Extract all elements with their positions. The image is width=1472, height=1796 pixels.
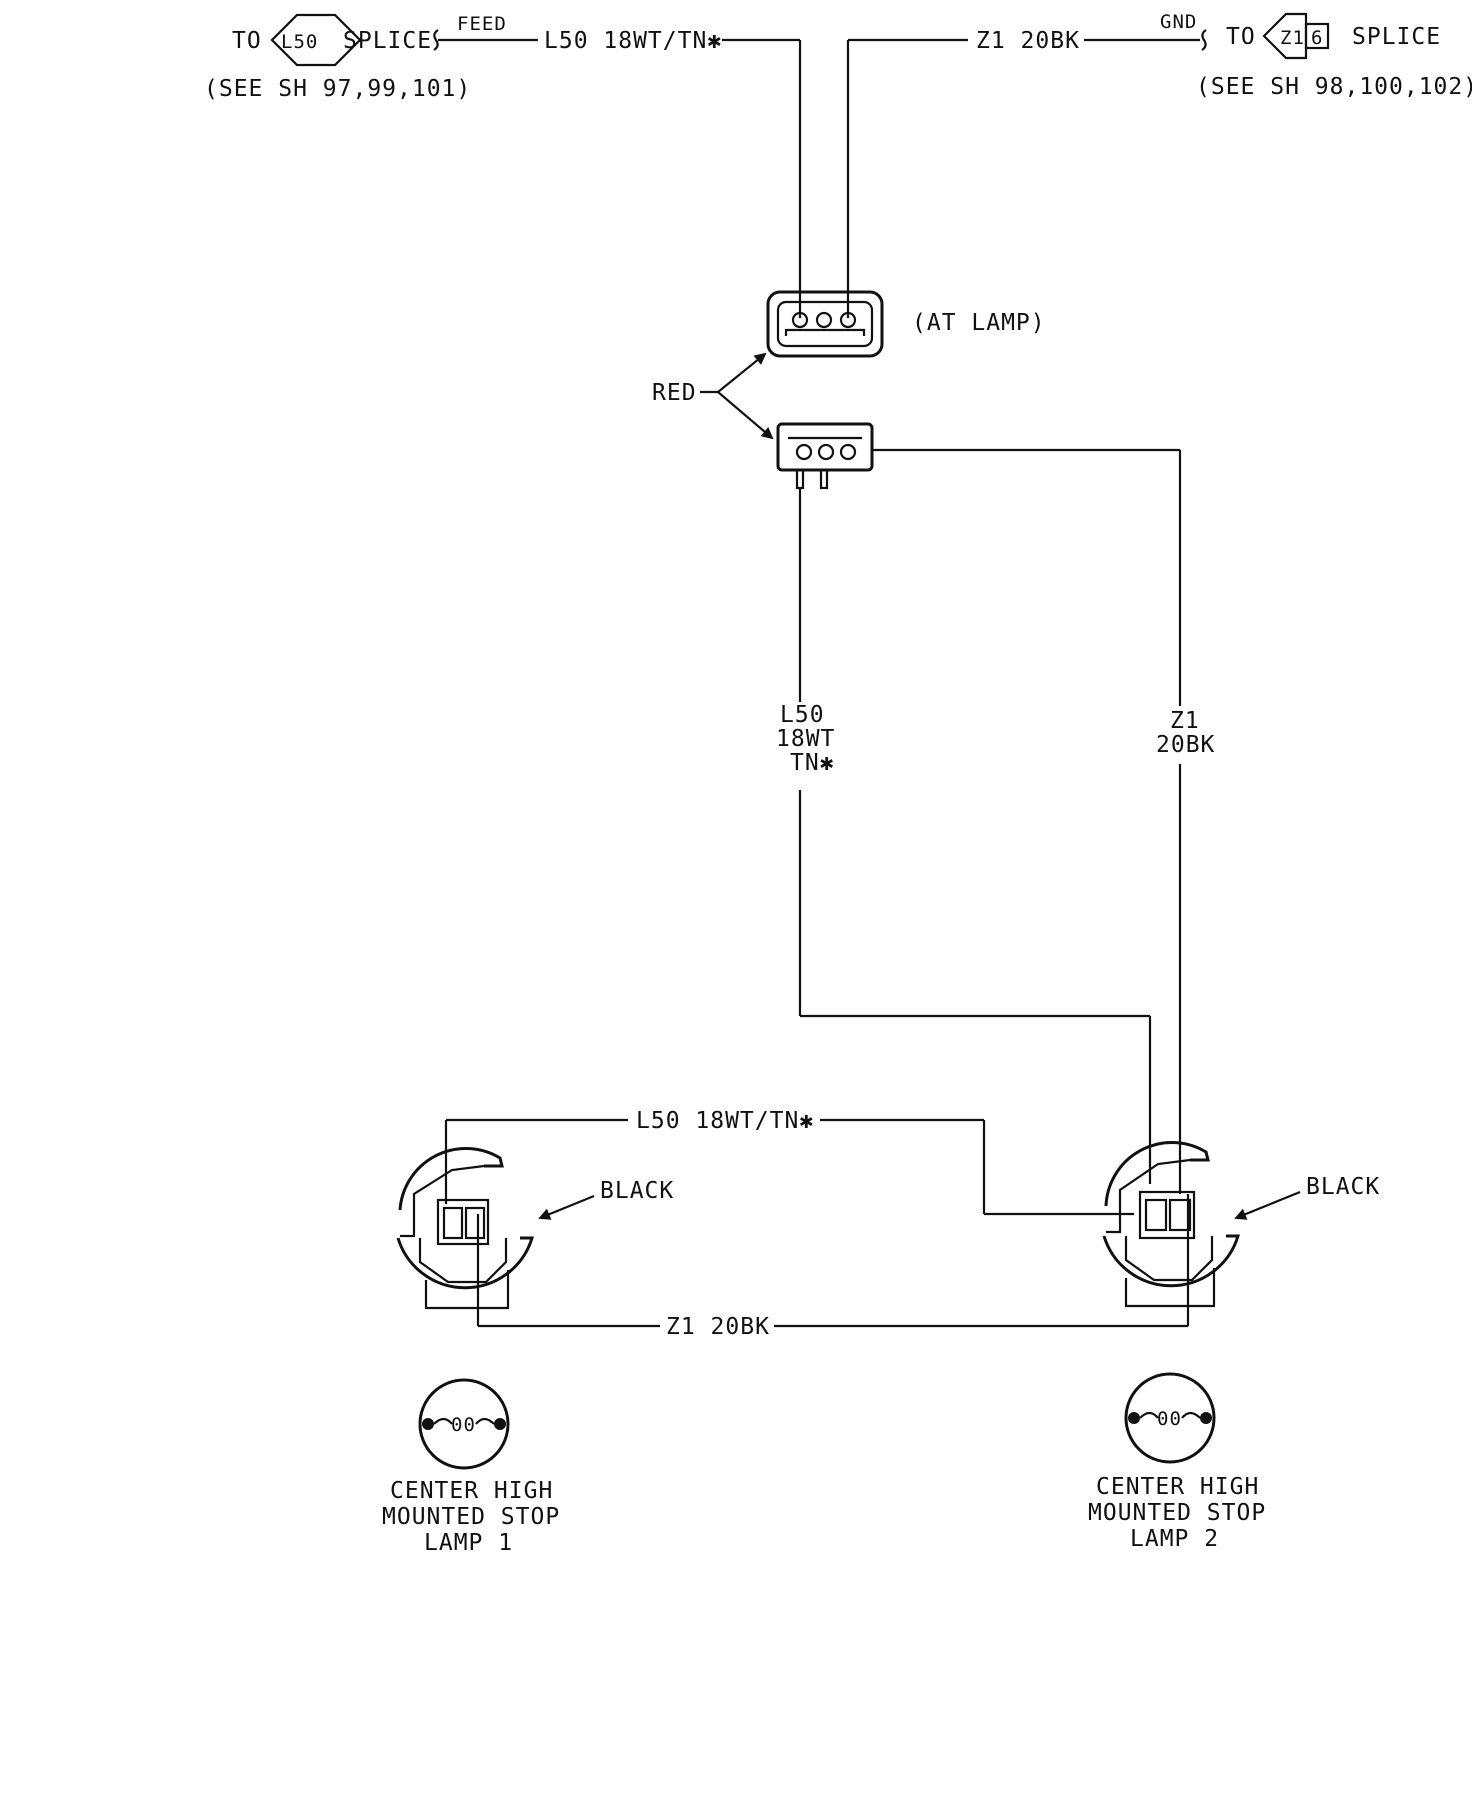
lamp2-black-label: BLACK xyxy=(1306,1174,1380,1200)
red-label: RED xyxy=(652,380,697,406)
top-wire-label-z1: Z1 20BK xyxy=(976,28,1080,54)
lamp2-black-arrow xyxy=(1234,1190,1301,1220)
lamp-feed-label: L50 18WT/TN✱ xyxy=(636,1108,814,1134)
at-lamp-label: (AT LAMP) xyxy=(912,310,1046,336)
lamp2-name-line2: MOUNTED STOP xyxy=(1088,1500,1266,1526)
splice-id-z1: Z1 xyxy=(1280,27,1305,49)
lamp2-terminal-a xyxy=(1144,1198,1168,1232)
feed-source: TO L50 SPLICE FEED L50 18WT/TN✱ (SEE SH … xyxy=(204,13,800,102)
lamp1-socket-base xyxy=(424,1270,510,1310)
lamp1-socket xyxy=(396,1147,535,1310)
vertical-label-l50-3: TN✱ xyxy=(790,750,835,776)
to-label-left: TO xyxy=(232,28,262,54)
lamp2-socket-arc-top xyxy=(1104,1141,1210,1207)
lamp-connector-male xyxy=(776,422,874,490)
lamp1-name-line3: LAMP 1 xyxy=(424,1530,513,1556)
wire-break-left xyxy=(433,29,439,51)
vertical-label-l50-1: L50 xyxy=(780,702,825,728)
lamp2-name-line1: CENTER HIGH xyxy=(1096,1474,1259,1500)
male-tab-1 xyxy=(795,468,805,490)
lamp2-bulb: 00 xyxy=(1124,1372,1216,1464)
lamp-connector-female xyxy=(766,290,884,358)
splice-number-box xyxy=(1304,22,1330,50)
lamp2-socket-inner-bottom xyxy=(1124,1236,1214,1282)
lamp2-socket-base xyxy=(1124,1268,1216,1308)
lamp2-bulb-contact-left xyxy=(1128,1412,1140,1424)
connector-body-outer xyxy=(766,290,884,358)
red-arrow-lower xyxy=(717,391,774,440)
connector-pin-3 xyxy=(839,311,857,329)
lamp1-bulb-outline xyxy=(418,1378,510,1470)
red-arrow-upper xyxy=(717,352,767,393)
lamp1-socket-arc-top xyxy=(398,1147,504,1211)
male-connector-body xyxy=(776,422,874,472)
vertical-label-l50-2: 18WT xyxy=(776,726,835,752)
lamp1-socket-inner-bottom xyxy=(418,1238,508,1284)
lamp1-terminal-a xyxy=(442,1206,464,1240)
splice-label-left: SPLICE xyxy=(343,28,432,54)
lamp1-socket-arc-bottom xyxy=(396,1236,535,1290)
sheet-ref-left: (SEE SH 97,99,101) xyxy=(204,76,471,102)
lamp1-terminal-b xyxy=(464,1206,486,1240)
male-tab-2 xyxy=(819,468,829,490)
connector-pin-1 xyxy=(791,311,809,329)
lamp1-socket-inner-top xyxy=(400,1164,485,1238)
male-pin-1 xyxy=(795,443,813,461)
splice-id-l50: L50 xyxy=(281,31,318,53)
top-wire-label-l50: L50 18WT/TN✱ xyxy=(544,28,722,54)
lamp2-terminal-b xyxy=(1168,1198,1192,1232)
connector-pin-2 xyxy=(815,311,833,329)
splice-label-right: SPLICE xyxy=(1352,24,1441,50)
connector-base xyxy=(784,328,866,336)
lamp1-filament: 00 xyxy=(451,1414,476,1436)
lamp2-socket xyxy=(1102,1141,1241,1308)
lamp2-socket-arc-bottom xyxy=(1102,1234,1241,1288)
lamp1-bulb: 00 xyxy=(418,1378,510,1470)
lamp1-bulb-contact-left xyxy=(422,1418,434,1430)
gnd-label: GND xyxy=(1160,11,1197,33)
ground-source: Z1 20BK GND TO Z1 6 SPLICE (SEE SH 98,10… xyxy=(848,11,1472,100)
wire-break-right xyxy=(1201,29,1207,51)
splice-number: 6 xyxy=(1311,27,1323,49)
vertical-label-z1-1: Z1 xyxy=(1170,708,1200,734)
feed-label: FEED xyxy=(457,13,507,35)
male-pin-3 xyxy=(839,443,857,461)
to-label-right: TO xyxy=(1226,24,1256,50)
lamp1-bulb-contact-right xyxy=(494,1418,506,1430)
lamp1-black-arrow xyxy=(538,1194,595,1220)
lamp2-terminal-block xyxy=(1138,1190,1196,1240)
lamp2-socket-inner-top xyxy=(1106,1158,1191,1234)
splice-diamond-l50 xyxy=(270,13,362,67)
lamp-ground-label: Z1 20BK xyxy=(666,1314,770,1340)
lamp2-bulb-outline xyxy=(1124,1372,1216,1464)
sheet-ref-right: (SEE SH 98,100,102) xyxy=(1196,74,1472,100)
male-pin-2 xyxy=(817,443,835,461)
lamp1-filament-leads xyxy=(433,1417,495,1425)
vertical-label-z1-2: 20BK xyxy=(1156,732,1215,758)
lamp2-filament: 00 xyxy=(1157,1408,1182,1430)
lamp1-name-line1: CENTER HIGH xyxy=(390,1478,553,1504)
lamp2-bulb-contact-right xyxy=(1200,1412,1212,1424)
lamp1-black-label: BLACK xyxy=(600,1178,674,1204)
lamp1-name-line2: MOUNTED STOP xyxy=(382,1504,560,1530)
connector-body-inner xyxy=(776,300,874,348)
lamp2-filament-leads xyxy=(1139,1411,1201,1419)
lamp2-name-line3: LAMP 2 xyxy=(1130,1526,1219,1552)
lamp1-terminal-block xyxy=(436,1198,490,1246)
